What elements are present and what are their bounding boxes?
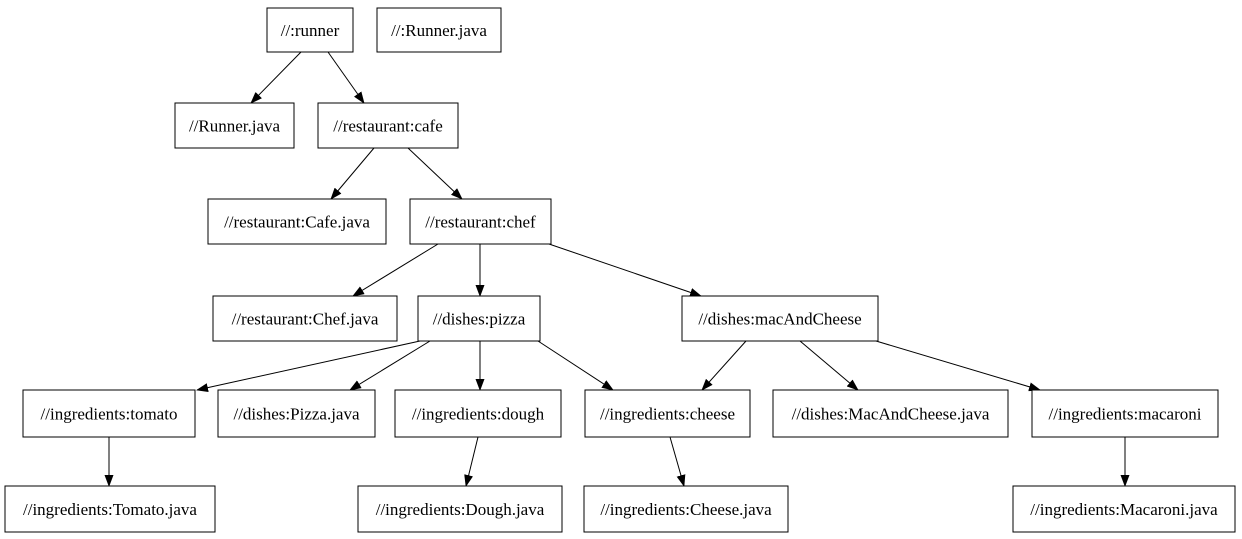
node-label-runner_java: //Runner.java	[189, 117, 281, 136]
graph-node-dough: //ingredients:dough	[394, 389, 562, 438]
node-label-runner: //:runner	[281, 21, 340, 40]
graph-node-pizza: //dishes:pizza	[417, 295, 541, 342]
graph-node-chef_java: //restaurant:Chef.java	[212, 295, 398, 342]
graph-node-dough_java: //ingredients:Dough.java	[357, 485, 563, 533]
node-label-pizza: //dishes:pizza	[433, 310, 526, 329]
nodes-layer: //:runner //:Runner.java //Runner.java //re…	[4, 7, 1236, 533]
node-box-pizza	[417, 295, 541, 342]
graph-edge-cheese-to-cheese_java	[669, 436, 686, 487]
graph-edge-pizza-to-tomato	[196, 340, 421, 393]
node-label-runner_java_root: //:Runner.java	[391, 21, 487, 40]
node-box-chef_java	[212, 295, 398, 342]
node-label-cafe_java: //restaurant:Cafe.java	[224, 213, 370, 232]
node-box-runner	[266, 7, 354, 53]
node-label-macandcheese_java: //dishes:MacAndCheese.java	[792, 405, 990, 424]
graph-edge-runner-to-runner_java	[250, 51, 302, 104]
node-box-runner_java_root	[376, 7, 502, 53]
node-label-cheese_java: //ingredients:Cheese.java	[600, 500, 772, 519]
graph-node-runner: //:runner	[266, 7, 354, 53]
node-label-macaroni: //ingredients:macaroni	[1049, 405, 1202, 424]
graph-node-macandcheese: //dishes:macAndCheese	[681, 295, 879, 342]
node-box-macandcheese_java	[772, 389, 1009, 438]
node-label-macandcheese: //dishes:macAndCheese	[698, 310, 861, 329]
graph-edge-pizza-to-pizza_java	[349, 340, 431, 391]
node-label-pizza_java: //dishes:Pizza.java	[233, 405, 360, 424]
graph-node-pizza_java: //dishes:Pizza.java	[217, 389, 376, 438]
node-box-tomato_java	[4, 485, 216, 533]
node-label-cheese: //ingredients:cheese	[600, 405, 735, 424]
graph-edge-cafe-to-cafe_java	[330, 147, 375, 200]
graph-edge-chef-to-macandcheese	[548, 243, 702, 297]
node-box-cheese_java	[583, 485, 789, 533]
graph-node-tomato_java: //ingredients:Tomato.java	[4, 485, 216, 533]
node-label-dough_java: //ingredients:Dough.java	[376, 500, 545, 519]
edges-layer	[104, 51, 1130, 487]
node-box-cafe_java	[207, 198, 387, 245]
graph-node-macaroni: //ingredients:macaroni	[1031, 389, 1219, 438]
graph-edge-macandcheese-to-macandcheese_java	[799, 340, 859, 391]
graph-edge-dough-to-dough_java	[464, 436, 479, 487]
node-box-pizza_java	[217, 389, 376, 438]
graph-edge-cafe-to-chef	[407, 147, 463, 200]
graph-node-runner_java_root: //:Runner.java	[376, 7, 502, 53]
graph-node-cheese: //ingredients:cheese	[584, 389, 751, 438]
graph-node-tomato: //ingredients:tomato	[22, 389, 196, 438]
node-box-dough_java	[357, 485, 563, 533]
graph-node-cheese_java: //ingredients:Cheese.java	[583, 485, 789, 533]
node-box-runner_java	[174, 102, 295, 149]
graph-edge-chef-to-chef_java	[352, 243, 439, 297]
node-box-macaroni_java	[1012, 485, 1236, 533]
graph-node-cafe_java: //restaurant:Cafe.java	[207, 198, 387, 245]
node-box-cafe	[317, 102, 459, 149]
graph-node-cafe: //restaurant:cafe	[317, 102, 459, 149]
graph-node-macandcheese_java: //dishes:MacAndCheese.java	[772, 389, 1009, 438]
node-label-tomato: //ingredients:tomato	[41, 405, 178, 424]
node-box-cheese	[584, 389, 751, 438]
node-label-macaroni_java: //ingredients:Macaroni.java	[1030, 500, 1218, 519]
graph-edge-macandcheese-to-macaroni	[875, 340, 1041, 392]
node-box-macandcheese	[681, 295, 879, 342]
graph-node-chef: //restaurant:chef	[409, 198, 552, 245]
node-box-macaroni	[1031, 389, 1219, 438]
graph-node-macaroni_java: //ingredients:Macaroni.java	[1012, 485, 1236, 533]
node-box-tomato	[22, 389, 196, 438]
graph-edge-macandcheese-to-cheese	[701, 340, 747, 391]
node-box-chef	[409, 198, 552, 245]
node-label-chef_java: //restaurant:Chef.java	[232, 310, 379, 329]
graph-edge-pizza-to-cheese	[537, 340, 614, 391]
node-box-dough	[394, 389, 562, 438]
node-label-tomato_java: //ingredients:Tomato.java	[23, 500, 197, 519]
graph-node-runner_java: //Runner.java	[174, 102, 295, 149]
node-label-cafe: //restaurant:cafe	[333, 117, 443, 136]
node-label-dough: //ingredients:dough	[412, 405, 545, 424]
node-label-chef: //restaurant:chef	[425, 213, 536, 232]
graph-edge-runner-to-cafe	[327, 51, 365, 104]
